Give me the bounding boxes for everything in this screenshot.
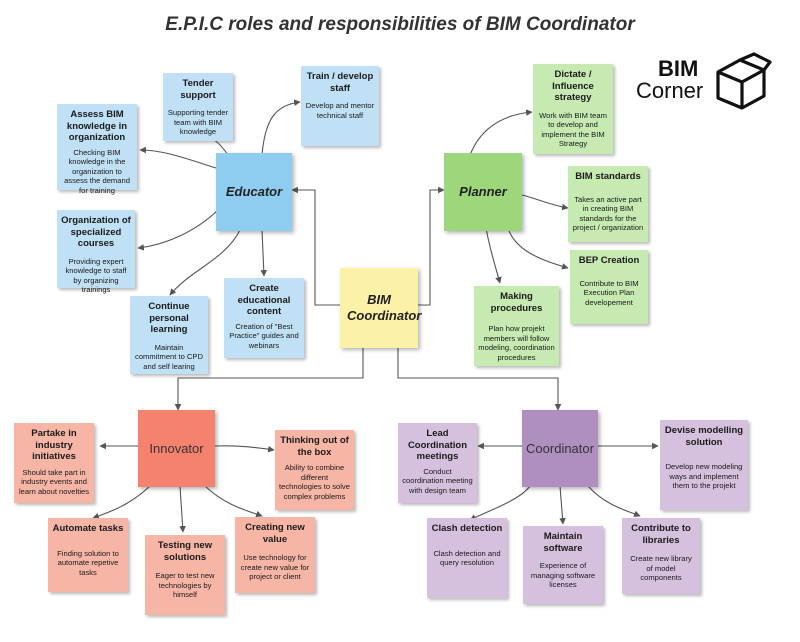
note-title: Organization of specialized courses	[61, 215, 131, 249]
note-automate-tasks: Automate tasks Finding solution to autom…	[48, 518, 128, 592]
diagram-title: E.P.I.C roles and responsibilities of BI…	[165, 14, 635, 35]
note-title: Assess BIM knowledge in organization	[66, 109, 128, 143]
note-train-staff: Train / develop staff Develop and mentor…	[301, 66, 379, 146]
cube-icon	[716, 52, 772, 110]
note-body: Work with BIM team to develop and implem…	[539, 110, 607, 149]
link-center-innovator	[174, 348, 364, 411]
note-title: Dictate / Influence strategy	[552, 69, 594, 103]
note-body: Creation of "Best Practice" guides and w…	[229, 321, 299, 350]
note-bim-standards: BIM standards Takes an active part in cr…	[568, 166, 648, 242]
link-educator-courses	[137, 209, 219, 251]
link-educator-assess	[139, 146, 217, 169]
note-body: Develop and mentor technical staff	[305, 101, 375, 120]
note-specialized-courses: Organization of specialized courses Prov…	[57, 210, 135, 294]
educator-label: Educator	[225, 184, 283, 199]
link-planner-strategy	[469, 109, 533, 156]
note-creating-value: Creating new value Use technology for cr…	[235, 517, 315, 593]
note-tender-support: Tender support Supporting tender team wi…	[163, 73, 233, 141]
note-body: Takes an active part in creating BIM sta…	[572, 194, 644, 233]
note-lead-coordination: Lead Coordination meetings Conduct coord…	[398, 423, 477, 503]
note-clash-detection: Clash detection Clash detection and quer…	[427, 518, 507, 598]
note-title: Create educational content	[237, 283, 291, 317]
note-educational-content: Create educational content Creation of "…	[224, 278, 304, 358]
note-bep-creation: BEP Creation Contribute to BIM Execution…	[570, 250, 648, 324]
planner-label: Planner	[459, 184, 507, 199]
note-assess-knowledge: Assess BIM knowledge in organization Che…	[57, 104, 137, 195]
note-thinking-out-of-box: Thinking out of the box Ability to combi…	[275, 430, 354, 510]
note-personal-learning: Continue personal learning Maintain comm…	[130, 296, 208, 374]
planner-hub: Planner	[444, 153, 522, 231]
note-body: Checking BIM knowledge in the organizati…	[64, 147, 130, 195]
note-body: Should take part in industry events and …	[18, 467, 90, 496]
note-title: Lead Coordination meetings	[407, 428, 468, 462]
note-devise-modelling: Devise modelling solution Develop new mo…	[660, 420, 748, 510]
note-body: Use technology for create new value for …	[240, 553, 310, 581]
link-innovator-thinking	[214, 445, 275, 453]
note-title: Testing new solutions	[157, 540, 213, 563]
note-title: Maintain software	[543, 531, 583, 554]
link-coordinator-software	[559, 485, 566, 525]
note-title: Clash detection	[431, 523, 503, 534]
note-body: Maintain commitment to CPD and self lear…	[135, 342, 203, 371]
link-coordinator-libraries	[587, 485, 641, 517]
logo-word-corner: Corner	[636, 78, 704, 103]
link-educator-train	[261, 99, 301, 156]
link-educator-learning	[169, 229, 241, 296]
note-title: BEP Creation	[578, 255, 640, 266]
link-center-planner	[418, 186, 445, 306]
note-title: Thinking out of the box	[280, 435, 349, 458]
note-contribute-libraries: Contribute to libraries Create new libra…	[622, 518, 700, 594]
center-label: BIM Coordinator	[347, 292, 422, 323]
link-innovator-automate	[92, 485, 151, 520]
link-center-educator	[291, 186, 340, 306]
note-making-procedures: Making procedures Plan how projekt membe…	[474, 286, 559, 366]
coordinator-hub: Coordinator	[522, 410, 598, 487]
note-title: Making procedures	[490, 291, 543, 314]
note-title: Partake in industry initiatives	[31, 428, 77, 462]
note-body: Supporting tender team with BIM knowledg…	[167, 108, 229, 136]
note-body: Experience of managing software licenses	[530, 561, 596, 589]
link-innovator-testing	[179, 485, 186, 533]
note-body: Create new library of model components	[630, 554, 692, 582]
note-body: Eager to test new technologies by himsel…	[155, 571, 215, 599]
link-coordinator-clash	[469, 485, 531, 521]
link-educator-content	[260, 229, 268, 277]
innovator-label: Innovator	[149, 440, 204, 456]
note-body: Providing expert knowledge to staff by o…	[65, 256, 127, 295]
note-body: Ability to combine different technologie…	[279, 463, 350, 501]
logo-word-bim: BIM	[658, 56, 699, 81]
note-testing-solutions: Testing new solutions Eager to test new …	[145, 535, 225, 615]
note-title: Contribute to libraries	[631, 523, 691, 546]
note-title: Tender support	[180, 78, 216, 101]
note-title: Creating new value	[245, 522, 305, 545]
note-body: Contribute to BIM Execution Plan develop…	[579, 278, 639, 307]
note-industry-initiatives: Partake in industry initiatives Should t…	[14, 423, 94, 503]
note-dictate-strategy: Dictate / Influence strategy Work with B…	[533, 64, 613, 154]
note-body: Finding solution to automate repetive ta…	[57, 548, 119, 577]
note-body: Plan how projekt members will follow mod…	[478, 324, 555, 362]
center-hub: BIM Coordinator	[340, 268, 422, 348]
link-planner-procedures	[485, 227, 502, 284]
note-title: Devise modelling solution	[664, 425, 744, 448]
note-body: Clash detection and query resolution	[433, 548, 501, 568]
link-planner-standards	[521, 194, 569, 211]
note-body: Conduct coordination meeting with design…	[402, 466, 473, 495]
note-title: Train / develop staff	[306, 71, 374, 94]
note-title: Automate tasks	[52, 523, 124, 534]
educator-hub: Educator	[216, 153, 292, 231]
link-center-coordinator	[397, 348, 562, 411]
note-title: Continue personal learning	[148, 301, 190, 335]
innovator-hub: Innovator	[138, 410, 215, 487]
bim-corner-logo: BIM Corner	[636, 52, 776, 112]
link-innovator-value	[204, 485, 263, 518]
link-planner-bep	[507, 227, 569, 270]
note-title: BIM standards	[575, 171, 641, 182]
note-maintain-software: Maintain software Experience of managing…	[523, 526, 603, 604]
coordinator-label: Coordinator	[526, 440, 594, 456]
note-body: Develop new modeling ways and implement …	[665, 462, 743, 490]
